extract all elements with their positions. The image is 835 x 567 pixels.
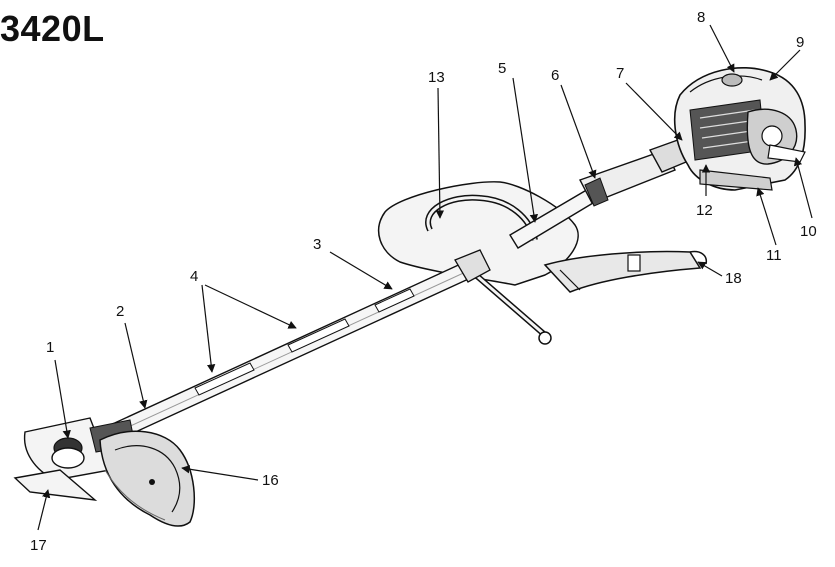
line-guard	[99, 430, 196, 527]
callout-9: 9	[796, 34, 804, 51]
callout-13: 13	[428, 69, 445, 86]
callout-18: 18	[725, 270, 742, 287]
callout-labels: 1 2 3 4 5 6 7 8 9 10 11 12 13 16 17 18	[30, 9, 817, 554]
cutting-head	[13, 417, 136, 501]
harness-pad	[377, 181, 579, 286]
callout-16: 16	[262, 472, 279, 489]
callout-12: 12	[696, 202, 713, 219]
callout-11: 11	[766, 247, 782, 264]
callout-17: 17	[30, 537, 47, 554]
handle-bar	[454, 249, 552, 345]
callout-7: 7	[616, 65, 624, 82]
shoulder-strap	[543, 250, 708, 293]
callout-6: 6	[551, 67, 559, 84]
callout-8: 8	[697, 9, 705, 26]
callout-leaders	[37, 24, 813, 531]
callout-2: 2	[116, 303, 124, 320]
drive-shaft	[93, 261, 477, 447]
callout-5: 5	[498, 60, 506, 77]
callout-1: 1	[46, 339, 54, 356]
callout-10: 10	[800, 223, 817, 240]
engine-unit	[673, 67, 806, 191]
callout-4: 4	[190, 268, 198, 285]
callout-3: 3	[313, 236, 321, 253]
model-title: 3420L	[0, 8, 105, 49]
